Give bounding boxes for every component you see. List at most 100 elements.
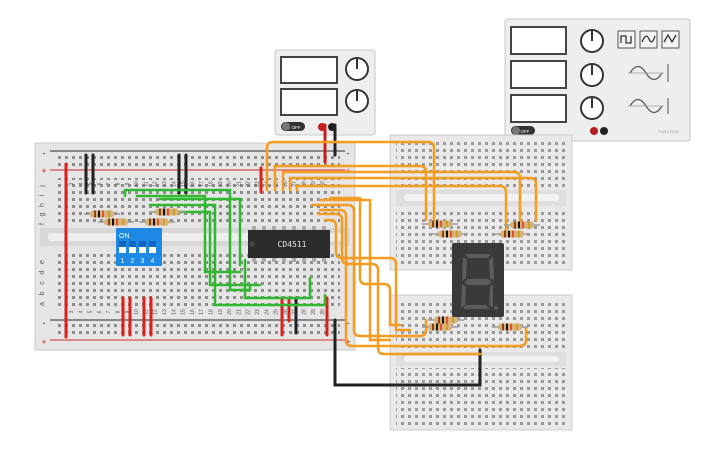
sine-wave-button[interactable]: [661, 30, 680, 49]
triangle-wave-button[interactable]: [639, 30, 658, 49]
resistor[interactable]: [492, 323, 528, 331]
column-number: 12: [153, 181, 159, 187]
resistor[interactable]: [149, 208, 185, 216]
column-number: 6: [97, 310, 103, 313]
rail-minus-top-left: -: [43, 148, 46, 158]
column-number: 15: [181, 309, 187, 315]
resistor[interactable]: [84, 210, 120, 218]
chip-pin: [292, 226, 296, 230]
fg-knob-2[interactable]: [580, 63, 604, 87]
column-number: 3: [69, 310, 75, 313]
row-letter: e: [39, 260, 46, 264]
column-number: 20: [227, 309, 233, 315]
fg-power-label: OFF: [521, 129, 530, 134]
column-number: 11: [143, 309, 149, 314]
chip-pin: [272, 226, 276, 230]
column-number: 14: [171, 181, 177, 187]
resistor[interactable]: [422, 220, 458, 228]
chip-pin: [272, 258, 276, 262]
dip-switch[interactable]: ON 1 2 3 4: [116, 228, 162, 266]
resistor[interactable]: [504, 221, 540, 229]
square-wave-button[interactable]: [617, 30, 636, 49]
column-number: 29: [311, 309, 317, 315]
chip-label: CD4511: [278, 240, 307, 249]
chip-pin: [322, 226, 326, 230]
cd4511-chip[interactable]: CD4511: [248, 226, 330, 262]
chip-pin: [312, 258, 316, 262]
fg-knob-1[interactable]: [580, 29, 604, 53]
rail-plus-bottom-right: +: [345, 337, 350, 347]
ps-current-knob[interactable]: [345, 89, 369, 113]
resistors[interactable]: [84, 208, 540, 331]
column-number: 30: [320, 181, 326, 187]
rail-minus-bottom-right: -: [347, 318, 350, 328]
ps-display-1: [280, 56, 338, 84]
row-letter: i: [39, 194, 46, 196]
resistor[interactable]: [432, 230, 468, 238]
power-supply[interactable]: OFF: [274, 49, 376, 136]
row-letter: c: [39, 281, 46, 285]
fg-brand-label: FUNCTION: [658, 129, 679, 134]
ps-power-toggle[interactable]: OFF: [281, 122, 305, 131]
resistor[interactable]: [139, 218, 175, 226]
column-number: 26: [283, 181, 289, 187]
column-number: 22: [246, 181, 252, 187]
column-number: 18: [209, 181, 215, 187]
fg-terminal-red[interactable]: [590, 127, 598, 135]
chip-pin: [302, 258, 306, 262]
column-number: 12: [153, 309, 159, 315]
chip-pin: [262, 258, 266, 262]
column-number: 29: [311, 181, 317, 187]
breadboard-right-lower[interactable]: [389, 294, 573, 431]
column-number: 23: [255, 309, 261, 315]
column-number: 8: [116, 310, 122, 313]
column-number: 10: [134, 181, 140, 187]
column-number: 20: [227, 181, 233, 187]
chip-pin: [252, 258, 256, 262]
column-number: 28: [302, 309, 308, 315]
rail-plus-top-left: +: [41, 166, 46, 176]
dip-pos-2: 2: [131, 258, 135, 265]
column-number: 9: [125, 310, 131, 313]
dip-switch-toggles[interactable]: [119, 241, 156, 253]
dip-pos-3: 3: [141, 258, 145, 265]
column-number: 17: [199, 309, 205, 315]
chip-pin: [322, 258, 326, 262]
black-wires[interactable]: [84, 123, 482, 387]
function-generator[interactable]: OFF FUNCTION: [504, 18, 691, 142]
fg-knob-3[interactable]: [580, 96, 604, 120]
chip-pin: [282, 258, 286, 262]
column-number: 16: [190, 181, 196, 187]
column-number: 7: [106, 182, 112, 185]
fg-terminal-black[interactable]: [600, 127, 608, 135]
fg-power-toggle[interactable]: OFF: [511, 126, 535, 135]
fg-display-3: [510, 94, 567, 123]
row-letter: b: [39, 291, 46, 295]
column-number: 4: [78, 310, 84, 313]
resistor[interactable]: [428, 316, 464, 324]
chip-pin: [282, 226, 286, 230]
dip-switch-on-label: ON: [119, 233, 130, 240]
ps-power-label: OFF: [292, 125, 301, 130]
resistor[interactable]: [98, 218, 134, 226]
resistor[interactable]: [422, 323, 458, 331]
fg-display-1: [510, 26, 567, 55]
column-number: 23: [255, 181, 261, 187]
column-number: 22: [246, 309, 252, 315]
column-number: 6: [97, 182, 103, 185]
column-number: 11: [143, 181, 149, 186]
rail-minus-bottom-left: -: [43, 318, 46, 328]
chip-pin: [262, 226, 266, 230]
chip-pin: [312, 226, 316, 230]
row-letter: h: [39, 203, 46, 207]
seven-segment-display[interactable]: 8: [452, 243, 504, 317]
resistor[interactable]: [494, 230, 530, 238]
column-number: 5: [88, 310, 94, 313]
column-number: 3: [69, 182, 75, 185]
column-number: 4: [78, 182, 84, 185]
orange-wires[interactable]: [265, 140, 538, 356]
ps-voltage-knob[interactable]: [345, 57, 369, 81]
column-number: 21: [236, 309, 242, 315]
column-number: 13: [162, 309, 168, 315]
